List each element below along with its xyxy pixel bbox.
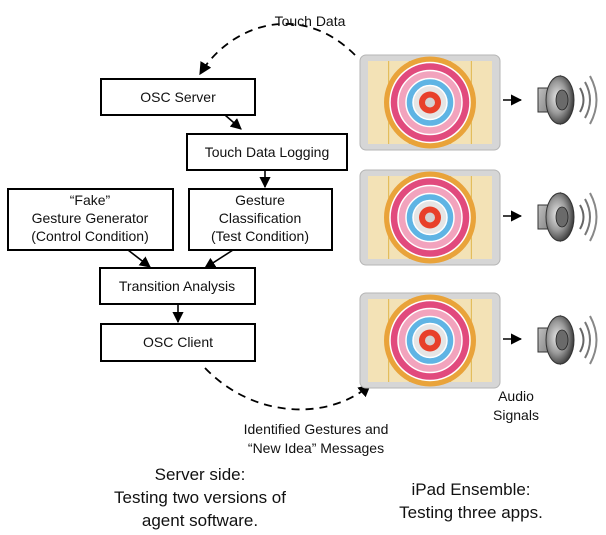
touch-data-label: Touch Data bbox=[275, 13, 346, 29]
fake-generator-line-3: (Control Condition) bbox=[31, 228, 149, 244]
audio-signals-label-2: Signals bbox=[493, 407, 539, 423]
gesture-classification-box: Gesture Classification (Test Condition) bbox=[188, 188, 333, 251]
ring-separator bbox=[389, 176, 471, 259]
edge-classification-to-analysis bbox=[204, 249, 234, 269]
edge-touch-data-dashed bbox=[199, 22, 356, 76]
server-side-caption-2: Testing two versions of bbox=[114, 488, 286, 507]
touch-data-logging-label: Touch Data Logging bbox=[205, 144, 330, 160]
identified-gestures-label-1: Identified Gestures and bbox=[244, 421, 389, 437]
ring-separator bbox=[389, 61, 471, 144]
ring-separator bbox=[405, 315, 455, 366]
ipad-3 bbox=[359, 292, 501, 389]
speakers bbox=[537, 75, 598, 365]
speaker-icon bbox=[537, 315, 598, 365]
fake-generator-line-2: Gesture Generator bbox=[32, 210, 149, 226]
ipad-ensemble-caption-2: Testing three apps. bbox=[399, 503, 543, 522]
gesture-classification-line-1: Gesture bbox=[235, 192, 285, 208]
ipad-ensemble bbox=[359, 54, 501, 389]
osc-client-label: OSC Client bbox=[143, 334, 213, 350]
server-side-caption-3: agent software. bbox=[142, 511, 258, 530]
speaker-icon bbox=[537, 192, 598, 242]
target-ring bbox=[425, 212, 435, 223]
ring-separator bbox=[389, 299, 471, 382]
edges bbox=[127, 22, 523, 411]
server-side-caption-1: Server side: bbox=[155, 465, 246, 484]
ring-separator bbox=[405, 77, 455, 128]
ring-separator bbox=[397, 307, 463, 374]
osc-server-box: OSC Server bbox=[100, 78, 256, 116]
osc-client-box: OSC Client bbox=[100, 323, 256, 362]
ring-separator bbox=[412, 84, 448, 121]
target-ring bbox=[425, 97, 435, 108]
osc-server-label: OSC Server bbox=[140, 89, 216, 105]
ring-separator bbox=[397, 184, 463, 251]
edge-generator-to-analysis bbox=[127, 249, 151, 268]
ring-separator bbox=[412, 322, 448, 359]
edge-client-to-ipads-dashed bbox=[204, 367, 371, 411]
fake-generator-line-1: “Fake” bbox=[70, 192, 111, 208]
ring-separator bbox=[412, 199, 448, 236]
fake-gesture-generator-box: “Fake” Gesture Generator (Control Condit… bbox=[7, 188, 174, 251]
ipad-2 bbox=[359, 169, 501, 266]
ring-separator bbox=[405, 192, 455, 243]
ring-separator bbox=[397, 69, 463, 136]
gesture-classification-line-2: Classification bbox=[219, 210, 301, 226]
touch-data-logging-box: Touch Data Logging bbox=[186, 133, 348, 171]
identified-gestures-label-2: “New Idea” Messages bbox=[248, 440, 384, 456]
speaker-icon bbox=[537, 75, 598, 125]
target-ring bbox=[425, 335, 435, 346]
gesture-classification-line-3: (Test Condition) bbox=[211, 228, 309, 244]
transition-analysis-box: Transition Analysis bbox=[99, 267, 256, 305]
ipad-ensemble-caption-1: iPad Ensemble: bbox=[411, 480, 530, 499]
edge-server-to-logging bbox=[224, 114, 242, 130]
audio-signals-label-1: Audio bbox=[498, 388, 534, 404]
transition-analysis-label: Transition Analysis bbox=[119, 278, 235, 294]
ipad-1 bbox=[359, 54, 501, 151]
